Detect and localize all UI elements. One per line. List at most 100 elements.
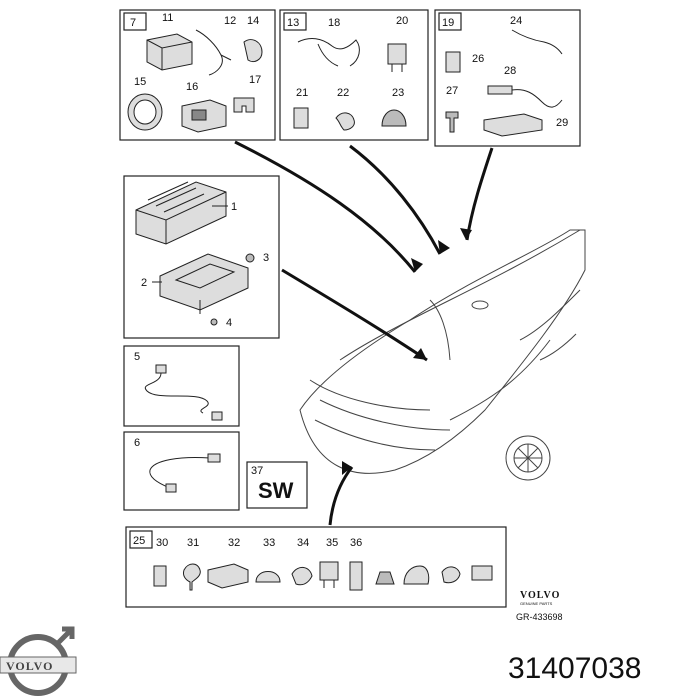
arrow-module-car <box>281 268 428 362</box>
callout-17: 22 <box>337 87 349 99</box>
arrow-box25-car <box>328 466 354 526</box>
callout-32: 36 <box>350 537 362 549</box>
box-5-frame <box>123 345 240 427</box>
part-14-harness <box>297 38 360 67</box>
box-25-frame <box>125 526 507 608</box>
callout-23: 28 <box>504 65 516 77</box>
car-body-outline <box>299 229 586 474</box>
part-2-bracket <box>159 253 249 311</box>
callout-29: 33 <box>263 537 275 549</box>
arrow-box13-car <box>349 144 442 255</box>
callout-26: 30 <box>156 537 168 549</box>
module-box-frame <box>123 175 280 339</box>
part-31-fuse <box>319 561 339 581</box>
callout-5: 5 <box>134 351 140 363</box>
car-roofline <box>339 229 581 361</box>
callout-18: 23 <box>392 87 404 99</box>
car-rear-view <box>299 229 586 481</box>
callout-12: 17 <box>249 74 261 86</box>
part-18-grommet <box>381 109 407 127</box>
group-box-7: 7 11 12 14 15 16 17 <box>119 9 276 141</box>
brand-small-sub: GENUINE PARTS <box>520 601 553 606</box>
group-box-19: 19 24 26 28 27 29 <box>434 9 581 147</box>
car-wheel-spokes <box>514 444 542 472</box>
callout-22: 27 <box>446 85 458 97</box>
brand-reference: VOLVO GENUINE PARTS GR-433698 <box>516 590 563 622</box>
callout-28: 32 <box>228 537 240 549</box>
part-24-antenna <box>483 113 543 137</box>
part-12-bracket <box>233 97 255 113</box>
callout-6: 6 <box>134 437 140 449</box>
box-19-id-frame <box>438 12 462 31</box>
group-box-25: 25 30 31 32 33 34 35 36 <box>125 526 507 608</box>
callout-2: 2 <box>141 277 147 289</box>
part-22-bolt <box>445 111 459 133</box>
arrow-box19-car <box>465 147 494 241</box>
group-module-bracket: 1 2 3 4 <box>123 175 280 339</box>
part-35-clip <box>441 566 461 584</box>
box-25-id: 25 <box>133 535 145 547</box>
box-7-id: 7 <box>130 17 136 29</box>
part-26-pad <box>153 565 167 587</box>
logo-bar <box>0 656 77 674</box>
part-32-pad <box>349 561 363 591</box>
part-15-fuse-legs <box>391 64 403 72</box>
callout-11b: 16 <box>186 81 198 93</box>
box-13-id-frame <box>283 12 307 31</box>
callout-8: 11 <box>162 12 173 24</box>
callout-15: 20 <box>396 15 408 27</box>
callout-30: 34 <box>297 537 309 549</box>
callout-21: 26 <box>472 53 484 65</box>
part-29-cap <box>255 571 281 583</box>
callout-10: 14 <box>247 15 259 27</box>
callout-24: 29 <box>556 117 568 129</box>
part-10-clip <box>243 39 263 63</box>
group-box-37: 37 SW <box>246 461 308 509</box>
group-box-6: 6 <box>123 431 240 511</box>
part-2-bracket-detail <box>174 263 236 314</box>
part-23-cable <box>511 89 563 108</box>
part-number: 31407038 <box>508 652 641 685</box>
part-16-pad <box>293 107 309 129</box>
car-side-lines <box>429 299 551 421</box>
part-11-ring-inner <box>133 99 157 125</box>
part-5-cable <box>144 372 209 414</box>
part-30-clip <box>291 567 313 586</box>
logo-name: VOLVO <box>6 659 53 673</box>
part-17-clip <box>335 112 355 131</box>
callout-arrows <box>234 140 494 526</box>
part-8-edges <box>146 39 193 70</box>
box-13-id: 13 <box>287 17 299 29</box>
part-21-pad <box>445 51 461 73</box>
part-31-fuse-legs <box>323 580 335 588</box>
part-9-harness <box>195 29 232 76</box>
part-4-screw <box>210 318 218 326</box>
box-25-id-frame <box>129 530 153 549</box>
callout-3: 3 <box>263 252 269 264</box>
part-6-connector-b <box>165 483 177 493</box>
part-27-clip <box>183 563 201 591</box>
part-28-holder <box>207 563 249 589</box>
box-6-frame <box>123 431 240 511</box>
car-wheel <box>505 435 551 481</box>
part-36-connector <box>471 565 493 581</box>
callout-14: 18 <box>328 17 340 29</box>
car-shark-fin <box>471 300 489 310</box>
box-7-id-frame <box>123 12 147 31</box>
arrow-box7-car <box>234 140 417 273</box>
part-5-connector-a <box>155 364 167 374</box>
part-33-nut <box>375 571 395 585</box>
callout-9: 12 <box>224 15 236 27</box>
part-23-module <box>487 85 513 95</box>
box-19-frame <box>434 9 581 147</box>
diagram-reference: GR-433698 <box>516 612 563 622</box>
box-19-id: 19 <box>442 17 454 29</box>
callout-11a: 15 <box>134 76 146 88</box>
brand-small-name: VOLVO <box>520 590 560 601</box>
software-label: SW <box>258 478 294 503</box>
part-5-connector-b <box>211 411 223 421</box>
box-13-frame <box>279 9 429 141</box>
callout-31: 35 <box>326 537 338 549</box>
callout-20: 24 <box>510 15 522 27</box>
